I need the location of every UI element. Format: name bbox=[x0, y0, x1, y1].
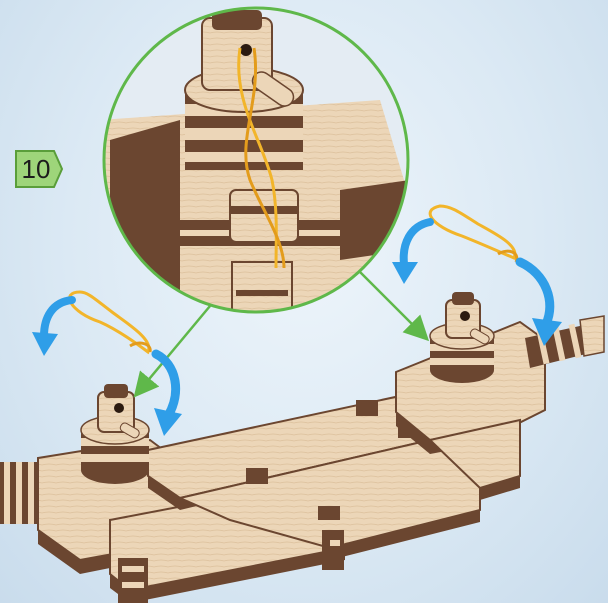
right-pivot-assembly bbox=[430, 292, 494, 383]
curved-arrow-icon bbox=[392, 222, 430, 284]
rubber-band-icon bbox=[430, 206, 517, 262]
step-number: 10 bbox=[14, 149, 58, 189]
left-axle-end bbox=[0, 462, 40, 524]
step-badge: 10 bbox=[14, 149, 64, 189]
rubber-band-icon bbox=[70, 292, 151, 352]
zoom-callout bbox=[100, 8, 410, 330]
left-pivot-assembly bbox=[81, 384, 149, 484]
pointer-arrow-icon bbox=[360, 272, 422, 334]
curved-arrow-icon bbox=[32, 300, 72, 356]
